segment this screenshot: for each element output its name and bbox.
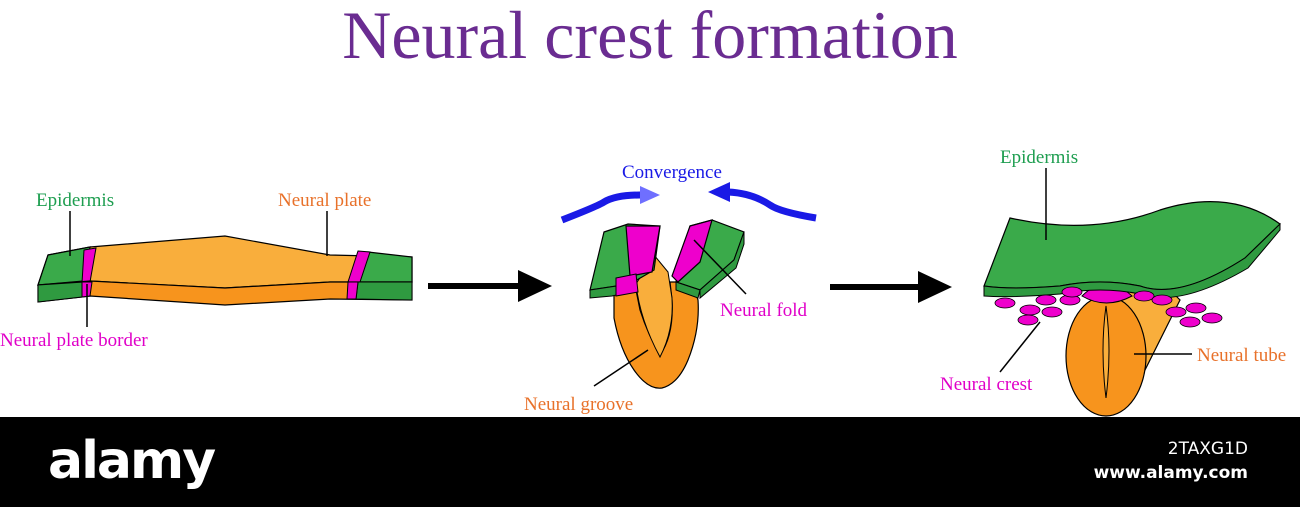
stage2-fold-left-magenta	[625, 225, 661, 277]
label-neural-fold: Neural fold	[720, 300, 808, 321]
convergence-left-arrowhead	[640, 186, 660, 204]
stage2-fold-right-magenta	[671, 219, 713, 283]
stage2-fold-right-front	[675, 281, 701, 299]
label-convergence: Convergence	[622, 162, 722, 183]
stage2-neural-groove-diagram: Convergence Neural fold Neural groove	[524, 162, 817, 415]
neural-crest-cells	[994, 286, 1223, 328]
leader-neural-groove	[593, 349, 649, 387]
stage1-front-border-right	[346, 281, 359, 300]
convergence-right-arrowhead	[708, 182, 730, 202]
arrow-right-icon	[428, 270, 552, 302]
leader-neural-crest	[999, 321, 1041, 373]
stage2-fold-left-front-magenta	[615, 273, 639, 297]
stage3-epidermis-sheet	[983, 201, 1281, 291]
label-neural-crest: Neural crest	[940, 374, 1033, 395]
label-neural-plate: Neural plate	[278, 190, 371, 211]
label-epidermis-3: Epidermis	[1000, 147, 1078, 168]
stage1-neural-plate-diagram: Epidermis Neural plate Neural plate bord…	[0, 190, 413, 351]
alamy-logo: alamy	[48, 431, 216, 491]
label-neural-plate-border: Neural plate border	[0, 330, 148, 351]
diagram-stage: Neural crest formation	[0, 0, 1287, 417]
arrow-right-icon	[830, 271, 952, 303]
stage2-fold-right-side	[699, 231, 745, 300]
label-epidermis-1: Epidermis	[36, 190, 114, 211]
stage3-epidermis-edge	[983, 222, 1281, 299]
stage2-groove-inner	[635, 254, 673, 359]
label-neural-groove: Neural groove	[524, 394, 633, 415]
leader-neural-fold	[693, 239, 747, 295]
stage3-tube-lumen	[1102, 305, 1110, 399]
convergence-left-arrow	[560, 191, 641, 224]
image-id: 2TAXG1D	[1167, 439, 1248, 459]
site-url: www.alamy.com	[1093, 463, 1248, 483]
diagram-canvas: Epidermis Neural plate Neural plate bord…	[0, 147, 1286, 417]
page-title: Neural crest formation	[342, 0, 958, 73]
label-neural-tube: Neural tube	[1197, 345, 1286, 366]
stage3-neural-tube-diagram: Epidermis Neural crest Neural tube	[940, 147, 1286, 417]
convergence-right-arrow	[727, 188, 817, 222]
watermark-footer: alamy 2TAXG1D www.alamy.com	[0, 417, 1300, 507]
stage1-front-epidermis-left	[37, 281, 85, 303]
stage1-front-epidermis-right	[355, 281, 413, 301]
